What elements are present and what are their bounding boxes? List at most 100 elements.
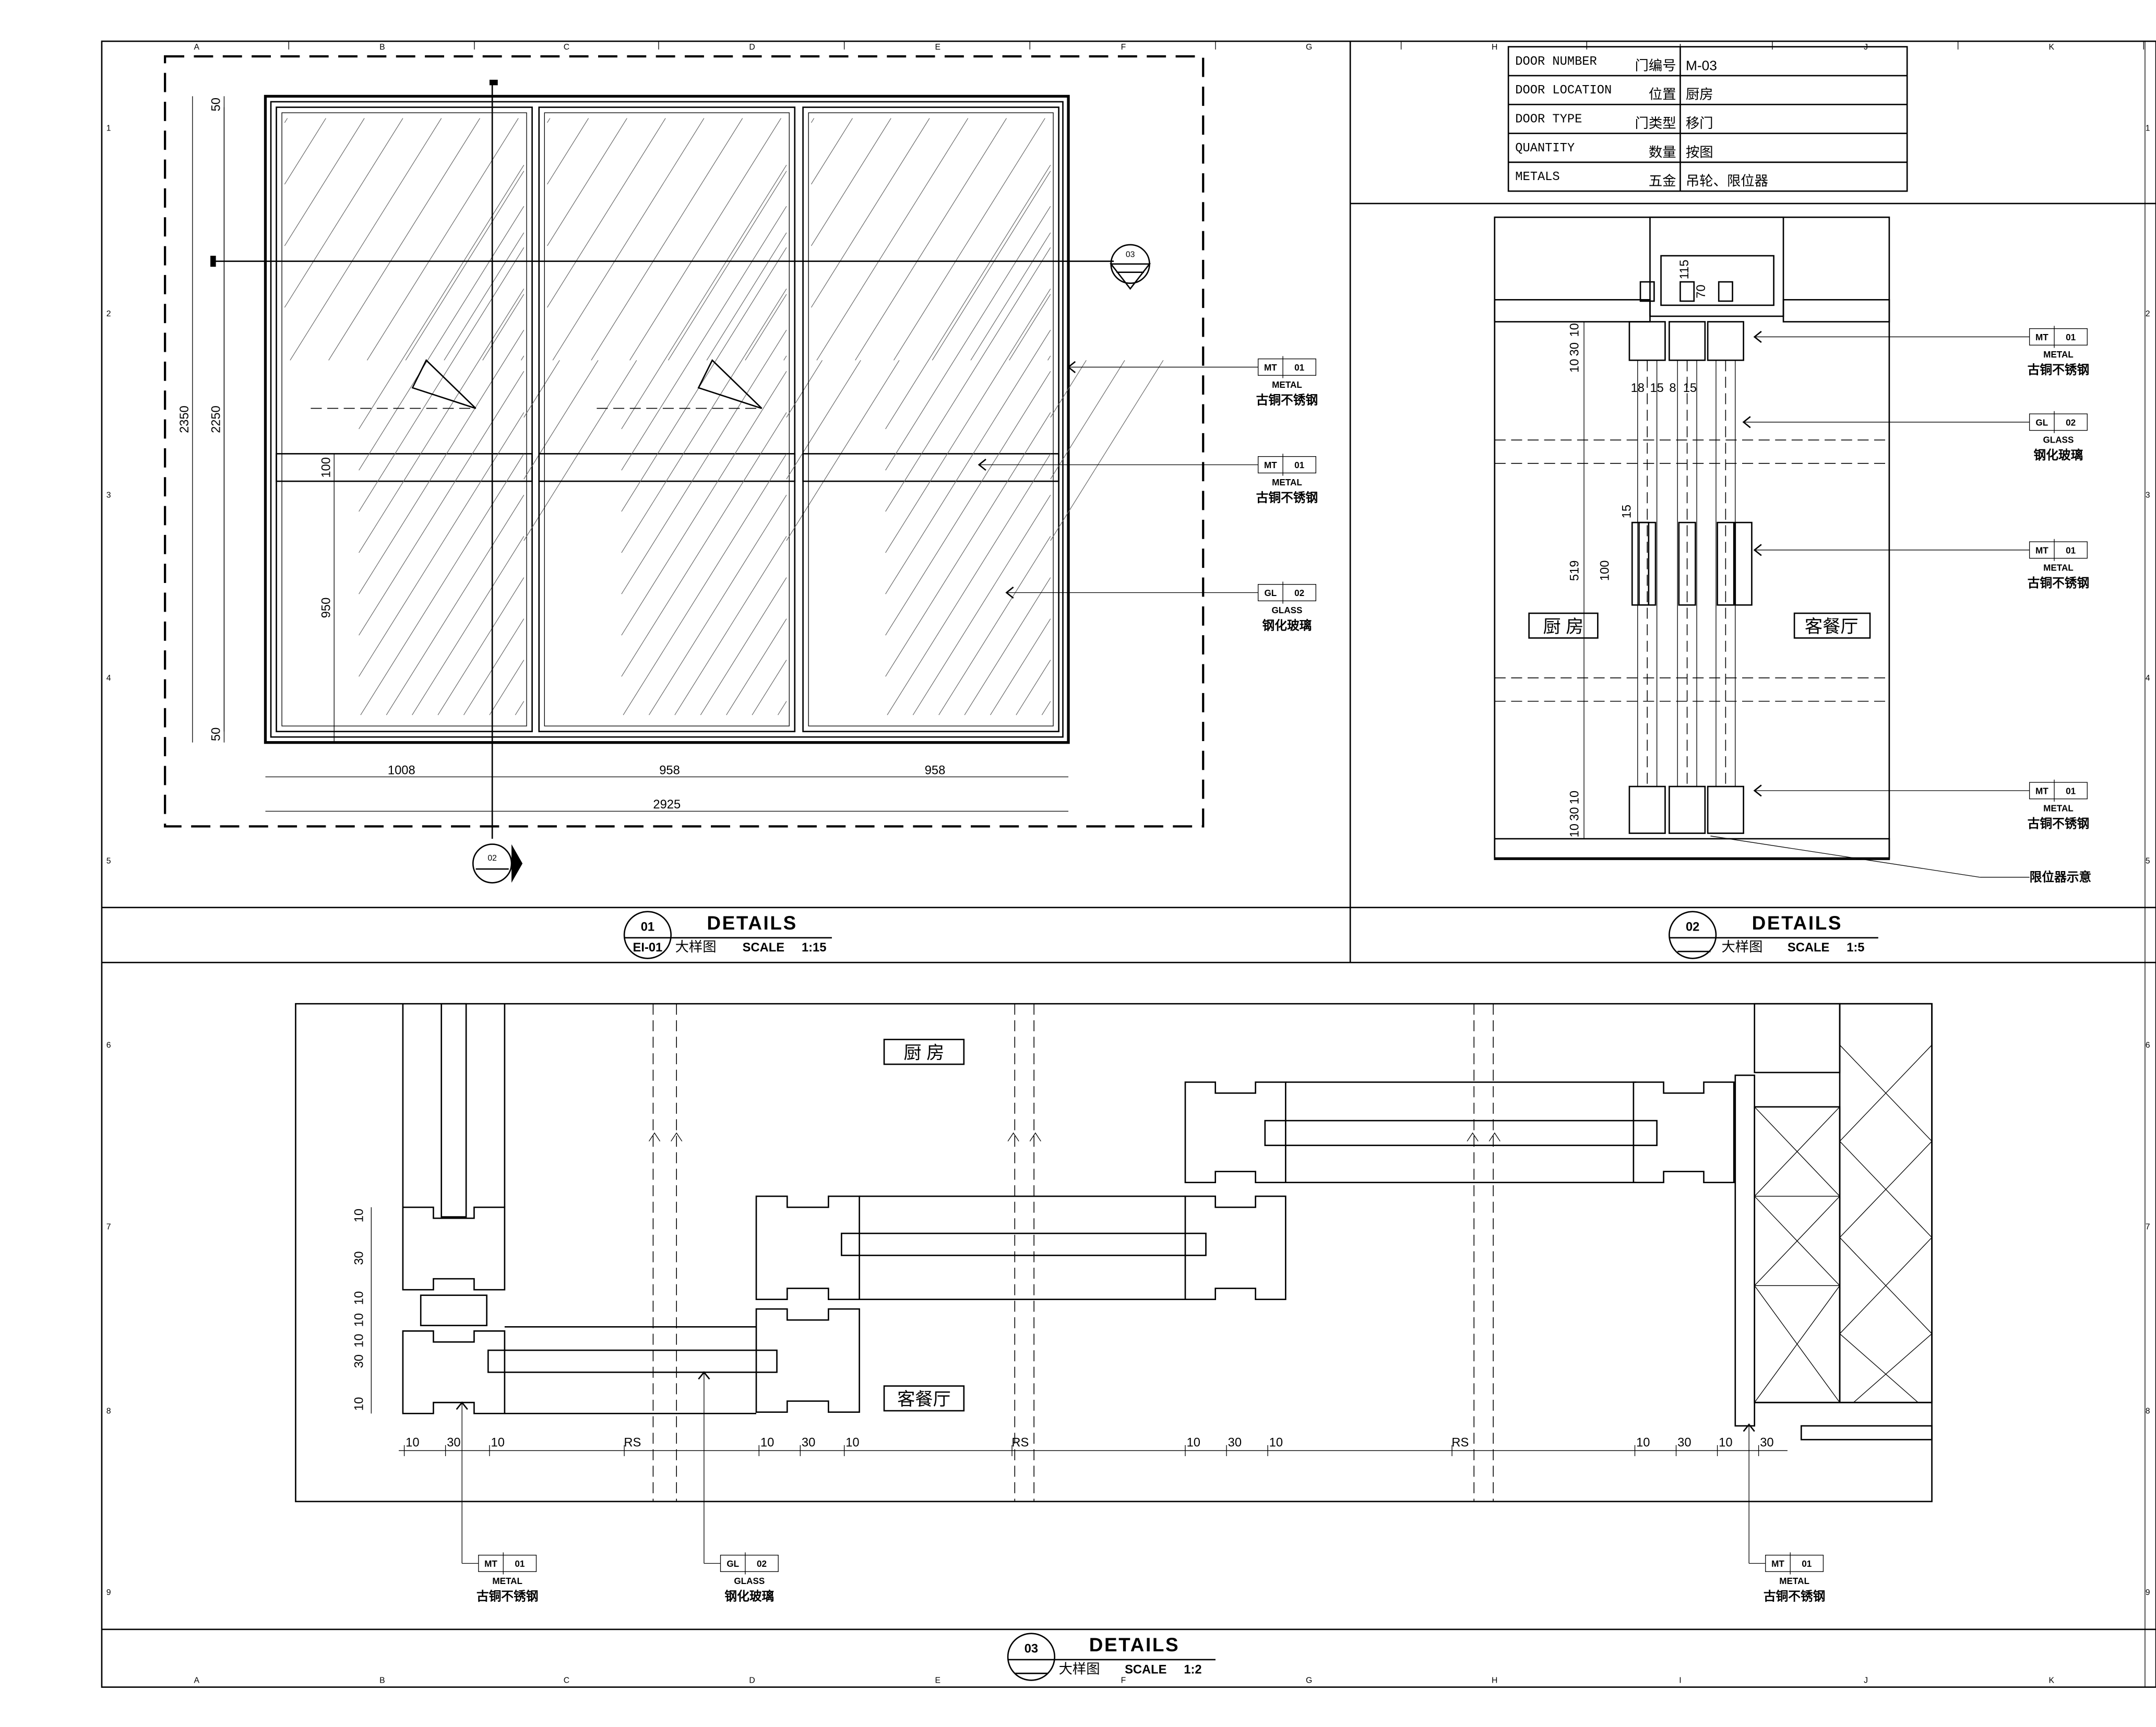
room-label: 厨 房 xyxy=(903,1043,944,1063)
glass-hatch xyxy=(786,360,861,480)
grid-column-label: I xyxy=(1679,1676,1681,1685)
glass-hatch xyxy=(521,355,525,361)
grid-row-label: 2 xyxy=(2146,309,2150,318)
detail-01-elevation: 03 02 50 2350 2250 100 950 50 1008 958 9… xyxy=(164,55,1318,959)
schedule-label-cn: 门类型 xyxy=(1635,115,1676,131)
tag-number: 01 xyxy=(1294,363,1305,373)
grid-column-label: D xyxy=(749,1676,755,1685)
glass-hatch xyxy=(547,118,551,123)
svg-text:大样图: 大样图 xyxy=(1721,939,1762,955)
section-end xyxy=(489,79,498,86)
svg-text:02: 02 xyxy=(1686,921,1699,934)
schedule-label-en: DOOR NUMBER xyxy=(1515,55,1597,69)
glass-hatch xyxy=(360,454,525,716)
glass-leaf xyxy=(1677,360,1697,787)
tag-code: MT xyxy=(1264,363,1277,373)
dimension-label: 10 xyxy=(491,1436,505,1450)
door-panels xyxy=(276,106,1164,732)
tag-type: METAL xyxy=(2043,563,2074,573)
glass-pane xyxy=(808,112,1054,726)
tag-material: 古铜不锈钢 xyxy=(2028,576,2090,590)
glass-hatch xyxy=(885,371,1051,636)
dimension-label: 10 xyxy=(760,1436,774,1450)
glass-hatch xyxy=(386,495,525,716)
glass-hatch xyxy=(523,360,560,418)
tag-code: MT xyxy=(1264,460,1277,470)
svg-text:10: 10 xyxy=(1568,791,1581,804)
grid-row-label: 9 xyxy=(2146,1588,2150,1597)
stopper-note: 限位器示意 xyxy=(2030,870,2092,885)
glass-hatch xyxy=(811,118,930,308)
dimension-label: 30 xyxy=(353,1354,366,1368)
tag-code: MT xyxy=(2035,545,2048,555)
grid-row-label: 7 xyxy=(2146,1222,2150,1231)
bottom-profile xyxy=(1707,785,1744,834)
grid-row-label: 9 xyxy=(106,1588,111,1597)
glass-hatch xyxy=(412,536,525,716)
tag-type: GLASS xyxy=(734,1576,765,1586)
room-label: 客餐厅 xyxy=(897,1390,951,1410)
glass-hatch xyxy=(547,118,589,185)
tag-material: 古铜不锈钢 xyxy=(1764,1590,1826,1604)
grid-column-label: K xyxy=(2048,1676,2054,1685)
frame-profile xyxy=(755,1195,860,1300)
dimension-label: 10 xyxy=(353,1291,366,1305)
leader-arrow-icon xyxy=(1753,784,1762,797)
glass-hatch xyxy=(706,232,787,361)
dimension-label: 10 xyxy=(1269,1436,1283,1450)
door-panel xyxy=(802,106,1059,732)
glass-hatch xyxy=(359,329,525,594)
glass-hatch xyxy=(885,329,1051,594)
glass-pane xyxy=(544,112,790,726)
section-mark-label: 03 xyxy=(1126,251,1135,259)
bottom-profile xyxy=(1628,785,1666,834)
glass-hatch xyxy=(885,247,1051,512)
glass-hatch xyxy=(938,536,1051,716)
glass-hatch xyxy=(1041,701,1051,716)
tag-number: 01 xyxy=(2066,786,2076,796)
glass-hatch xyxy=(621,371,787,636)
dimension-label: 30 xyxy=(353,1251,366,1265)
glass-hatch xyxy=(328,118,480,361)
svg-text:8: 8 xyxy=(1669,382,1676,395)
svg-text:958: 958 xyxy=(925,764,946,777)
schedule-value: 移门 xyxy=(1686,115,1713,131)
tag-box xyxy=(2029,782,2088,800)
leader-arrow-icon xyxy=(1742,416,1751,428)
door-frame-inner xyxy=(270,101,1064,738)
frame-insert xyxy=(420,1294,487,1327)
mid-rail xyxy=(1631,521,1650,606)
glass-hatch xyxy=(885,206,1051,471)
svg-text:01: 01 xyxy=(641,921,654,934)
glass-hatch xyxy=(786,360,823,418)
section-end xyxy=(210,256,216,267)
svg-text:50: 50 xyxy=(210,728,223,741)
svg-text:30: 30 xyxy=(1568,807,1581,820)
glass-hatch xyxy=(359,412,525,677)
grid-row-label: 8 xyxy=(2146,1407,2150,1415)
glass-hatch xyxy=(1050,360,1164,541)
glass-hatch xyxy=(990,618,1051,716)
glass-hatch xyxy=(405,171,525,361)
dimension-label: 10 xyxy=(1636,1436,1650,1450)
schedule-label-en: DOOR LOCATION xyxy=(1515,84,1612,98)
dimension-label: 10 xyxy=(406,1436,419,1450)
leader-arrow-icon xyxy=(1753,544,1762,556)
top-track xyxy=(1660,255,1774,306)
hanging-wheel xyxy=(1718,281,1733,302)
svg-text:DETAILS: DETAILS xyxy=(707,912,797,934)
svg-text:1:15: 1:15 xyxy=(802,941,826,955)
glass-hatch xyxy=(726,618,787,716)
dimension-label: 30 xyxy=(447,1436,460,1450)
grid-row-label: 6 xyxy=(2146,1041,2150,1050)
svg-text:1:5: 1:5 xyxy=(1847,941,1864,955)
tag-box xyxy=(2029,541,2088,559)
tag-material: 古铜不锈钢 xyxy=(477,1590,539,1604)
glass-hatch xyxy=(463,618,525,716)
mid-rail xyxy=(276,453,533,482)
tag-number: 01 xyxy=(2066,332,2076,342)
top-profile xyxy=(1669,321,1706,361)
glass-hatch xyxy=(523,360,599,480)
